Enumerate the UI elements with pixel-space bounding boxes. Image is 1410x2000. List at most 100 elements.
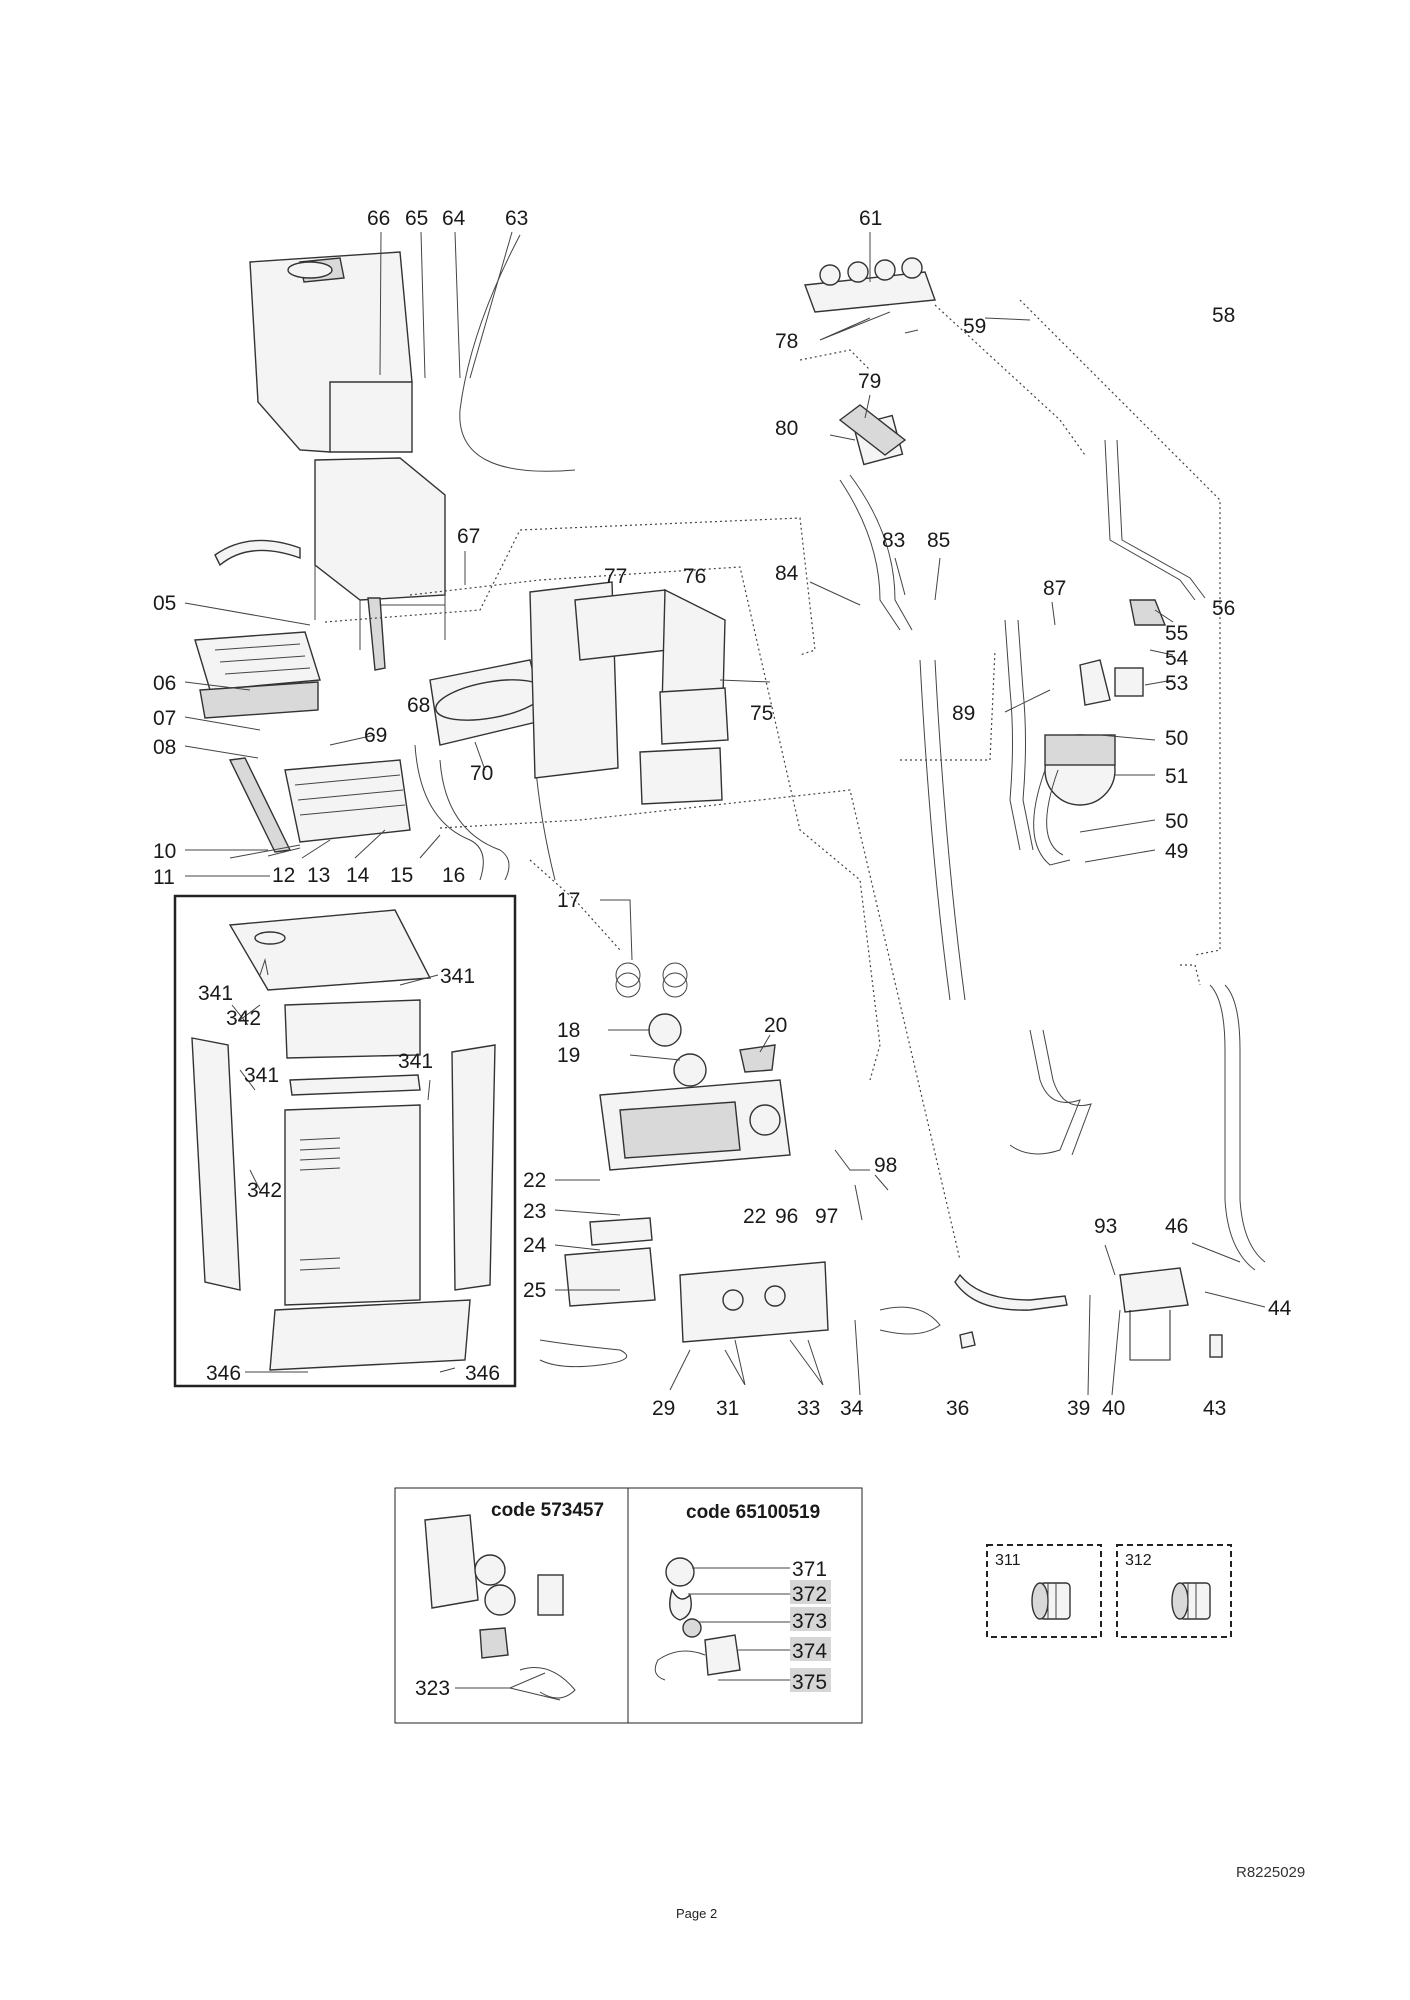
highlight-372 bbox=[790, 1580, 831, 1604]
thermometer-coil bbox=[615, 962, 776, 1087]
label-24: 24 bbox=[523, 1234, 547, 1257]
label-78: 78 bbox=[775, 330, 798, 353]
label-342a: 342 bbox=[226, 1007, 261, 1030]
label-93: 93 bbox=[1094, 1215, 1117, 1238]
label-61: 61 bbox=[859, 207, 882, 230]
label-51: 51 bbox=[1165, 765, 1188, 788]
kit-highlights bbox=[790, 1580, 831, 1692]
pipe-87 bbox=[1004, 619, 1021, 851]
fitting-311-box bbox=[986, 1544, 1102, 1638]
label-346b: 346 bbox=[465, 1362, 500, 1385]
label-65: 65 bbox=[405, 207, 428, 230]
kit-left-gas-valve bbox=[424, 1514, 576, 1699]
label-46: 46 bbox=[1165, 1215, 1188, 1238]
wire-harness bbox=[539, 1339, 628, 1368]
label-49: 49 bbox=[1165, 840, 1188, 863]
kit-left-part: 323 bbox=[415, 1677, 450, 1700]
flue-hood bbox=[249, 251, 413, 453]
hydraulic-manifold bbox=[804, 257, 936, 313]
label-83: 83 bbox=[882, 529, 905, 552]
kit-right-parts bbox=[654, 1557, 741, 1681]
fitting-311-label: 311 bbox=[995, 1552, 1021, 1569]
label-18: 18 bbox=[557, 1019, 580, 1042]
casing-panels bbox=[191, 909, 496, 1371]
label-36: 36 bbox=[946, 1397, 969, 1420]
label-68: 68 bbox=[407, 694, 430, 717]
label-31: 31 bbox=[716, 1397, 739, 1420]
label-22b: 22 bbox=[743, 1205, 766, 1228]
label-96: 96 bbox=[775, 1205, 798, 1228]
pipe-to-36 bbox=[1009, 1029, 1081, 1155]
label-341a: 341 bbox=[198, 982, 233, 1005]
right-riser-b bbox=[1224, 984, 1266, 1263]
right-riser bbox=[1209, 984, 1256, 1271]
label-22a: 22 bbox=[523, 1169, 546, 1192]
label-20: 20 bbox=[764, 1014, 787, 1037]
label-79: 79 bbox=[858, 370, 881, 393]
label-67: 67 bbox=[457, 525, 480, 548]
cable-34 bbox=[879, 1306, 941, 1335]
label-64: 64 bbox=[442, 207, 466, 230]
label-69: 69 bbox=[364, 724, 387, 747]
fitting-312-box bbox=[1116, 1544, 1232, 1638]
diverter-valve bbox=[838, 404, 907, 466]
label-25: 25 bbox=[523, 1279, 546, 1302]
highlight-375 bbox=[790, 1668, 831, 1692]
label-14: 14 bbox=[346, 864, 370, 887]
pipe-87b bbox=[1017, 619, 1034, 851]
label-15: 15 bbox=[390, 864, 413, 887]
kit-left-leader bbox=[455, 1672, 561, 1701]
pipe-40 bbox=[954, 1273, 1068, 1311]
label-75: 75 bbox=[750, 702, 773, 725]
label-346a: 346 bbox=[206, 1362, 241, 1385]
insulation-panels bbox=[529, 581, 729, 805]
label-54: 54 bbox=[1165, 647, 1189, 670]
label-10: 10 bbox=[153, 840, 176, 863]
dotted-connectors bbox=[324, 299, 1221, 1261]
baffle-strip bbox=[214, 539, 301, 567]
label-53: 53 bbox=[1165, 672, 1188, 695]
label-56: 56 bbox=[1212, 597, 1235, 620]
label-08: 08 bbox=[153, 736, 176, 759]
label-39: 39 bbox=[1067, 1397, 1090, 1420]
label-29: 29 bbox=[652, 1397, 675, 1420]
label-07: 07 bbox=[153, 707, 176, 730]
bypass-pipe bbox=[1104, 439, 1196, 601]
label-06: 06 bbox=[153, 672, 176, 695]
label-33: 33 bbox=[797, 1397, 820, 1420]
kit-part-371: 371 bbox=[792, 1558, 827, 1581]
pressure-switch bbox=[1114, 599, 1167, 697]
safety-valve bbox=[1079, 659, 1111, 706]
label-43: 43 bbox=[1203, 1397, 1226, 1420]
label-341d: 341 bbox=[398, 1050, 433, 1073]
bypass-pipe-b bbox=[1116, 439, 1206, 599]
label-341c: 341 bbox=[244, 1064, 279, 1087]
label-34: 34 bbox=[840, 1397, 864, 1420]
kit-part-373: 373 bbox=[792, 1610, 827, 1633]
label-12: 12 bbox=[272, 864, 295, 887]
label-98: 98 bbox=[874, 1154, 897, 1177]
expansion-vessel bbox=[429, 659, 546, 746]
kit-part-372: 372 bbox=[792, 1583, 827, 1606]
label-85: 85 bbox=[927, 529, 950, 552]
label-76: 76 bbox=[683, 565, 706, 588]
heat-exchanger bbox=[194, 631, 321, 719]
label-55: 55 bbox=[1165, 622, 1188, 645]
label-87: 87 bbox=[1043, 577, 1066, 600]
label-63: 63 bbox=[505, 207, 528, 230]
label-44: 44 bbox=[1268, 1297, 1292, 1320]
fitting-312-label: 312 bbox=[1125, 1552, 1152, 1569]
label-97: 97 bbox=[815, 1205, 838, 1228]
clip-36 bbox=[959, 1331, 976, 1349]
pump bbox=[1033, 734, 1116, 866]
label-11: 11 bbox=[153, 866, 175, 889]
label-17: 17 bbox=[557, 889, 580, 912]
combustion-chamber-frame bbox=[314, 457, 446, 671]
fitting-312 bbox=[1171, 1582, 1211, 1620]
label-13: 13 bbox=[307, 864, 330, 887]
gas-valve bbox=[1119, 1267, 1189, 1361]
pipe-84 bbox=[839, 479, 901, 631]
kit-left-code: code 573457 bbox=[491, 1500, 604, 1521]
